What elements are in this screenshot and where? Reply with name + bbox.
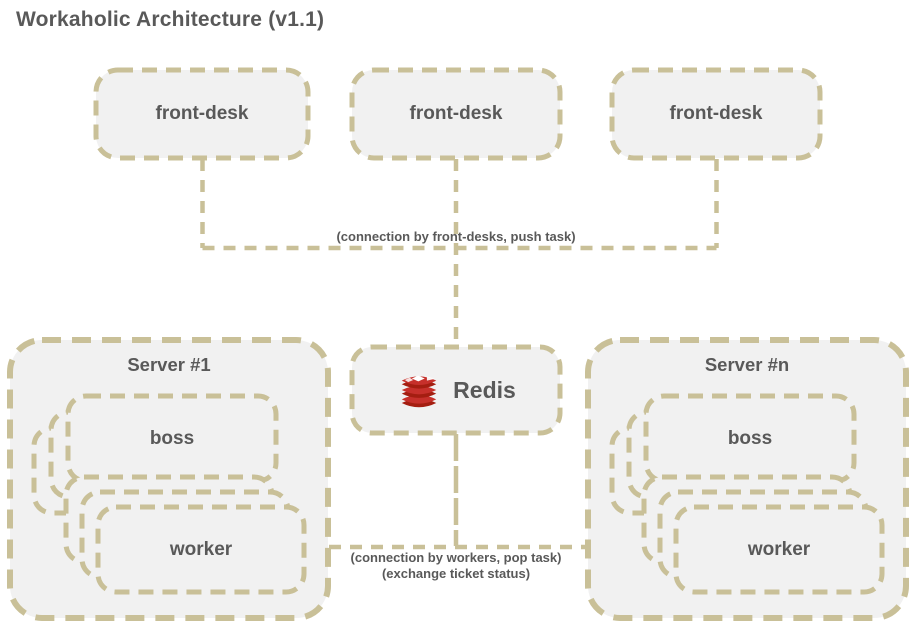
server-1-group bbox=[7, 337, 331, 621]
worker-box bbox=[95, 504, 307, 595]
push-connection-annotation: (connection by front-desks, push task) bbox=[336, 229, 576, 244]
server-1-title: Server #1 bbox=[127, 354, 211, 375]
redis-box bbox=[349, 344, 563, 436]
redis-node-content: Redis bbox=[352, 347, 560, 433]
pop-connection-line1: (connection by workers, pop task) bbox=[350, 550, 562, 565]
frontdesk-box-3 bbox=[609, 67, 823, 161]
pop-connection-annotation: (connection by workers, pop task) (excha… bbox=[306, 550, 606, 582]
frontdesk-label-2: front-desk bbox=[409, 103, 503, 124]
redis-label: Redis bbox=[453, 376, 516, 403]
server-n-boss-label: boss bbox=[727, 427, 773, 449]
redis-logo-icon bbox=[401, 375, 437, 408]
server-n-worker-label: worker bbox=[747, 538, 811, 560]
frontdesk-box-2 bbox=[349, 67, 563, 161]
server-n-group bbox=[585, 337, 909, 621]
server-1-boss-label: boss bbox=[149, 427, 195, 449]
frontdesk-label-3: front-desk bbox=[669, 103, 763, 124]
server-1-worker-label: worker bbox=[169, 538, 233, 560]
worker-box bbox=[673, 504, 885, 595]
pop-connection-line2: (exchange ticket status) bbox=[381, 566, 531, 581]
frontdesk-box-1 bbox=[93, 67, 311, 161]
page-title: Workaholic Architecture (v1.1) bbox=[16, 8, 325, 31]
frontdesk-label-1: front-desk bbox=[155, 103, 249, 124]
server-n-title: Server #n bbox=[704, 354, 790, 375]
